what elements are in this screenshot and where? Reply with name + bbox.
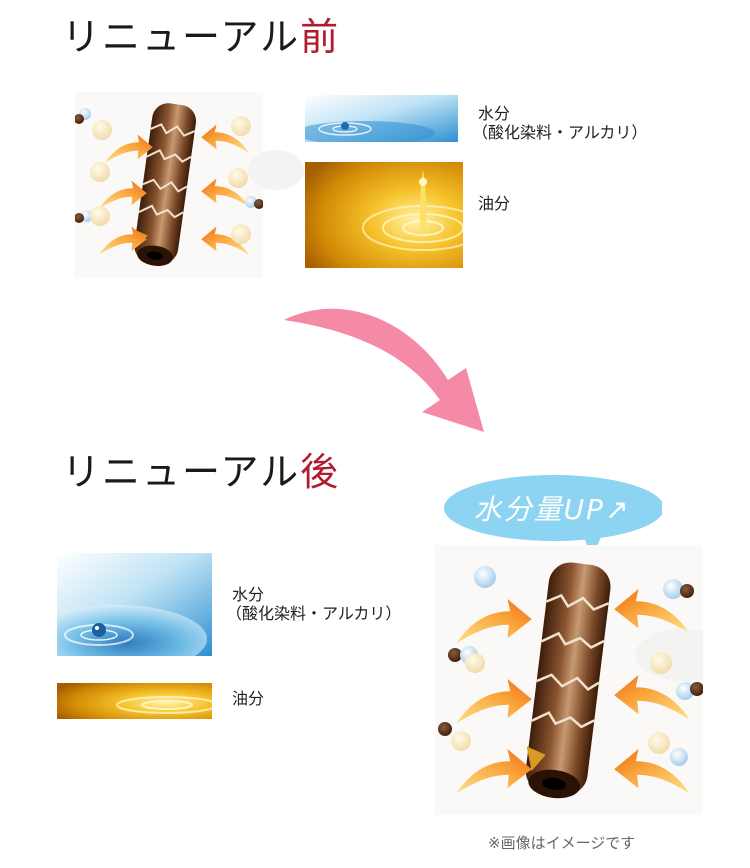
after-heading-accent: 後 <box>300 450 341 494</box>
curved-arrow-down-icon <box>284 308 484 432</box>
after-water-sublabel: （酸化染料・アルカリ） <box>226 604 402 623</box>
before-hair-illustration <box>75 92 263 278</box>
bubble-text-wrap: 水分量UP↗ <box>442 488 662 528</box>
before-heading: リニューアル前 <box>62 18 340 56</box>
moisture-up-bubble: 水分量UP↗ <box>442 474 662 560</box>
before-heading-accent: 前 <box>300 15 341 59</box>
after-water-photo <box>57 553 212 656</box>
decor-blob <box>248 150 304 190</box>
after-oil-photo <box>57 683 212 719</box>
bubble-up-arrow-icon: ↗ <box>604 493 631 526</box>
after-water-label: 水分 <box>232 585 265 604</box>
before-heading-prefix: リニューアル <box>62 15 301 59</box>
before-oil-label: 油分 <box>478 194 511 213</box>
transition-arrow <box>280 298 490 438</box>
after-oil-label: 油分 <box>232 689 265 708</box>
after-heading: リニューアル後 <box>62 453 340 491</box>
bubble-text: 水分量UP <box>473 493 605 526</box>
after-heading-prefix: リニューアル <box>62 450 301 494</box>
before-water-photo <box>305 95 458 142</box>
image-disclaimer-note: ※画像はイメージです <box>488 834 636 852</box>
before-oil-photo <box>305 162 463 268</box>
after-hair-illustration <box>435 545 703 815</box>
before-water-label: 水分 <box>478 104 511 123</box>
before-water-sublabel: （酸化染料・アルカリ） <box>472 123 648 142</box>
